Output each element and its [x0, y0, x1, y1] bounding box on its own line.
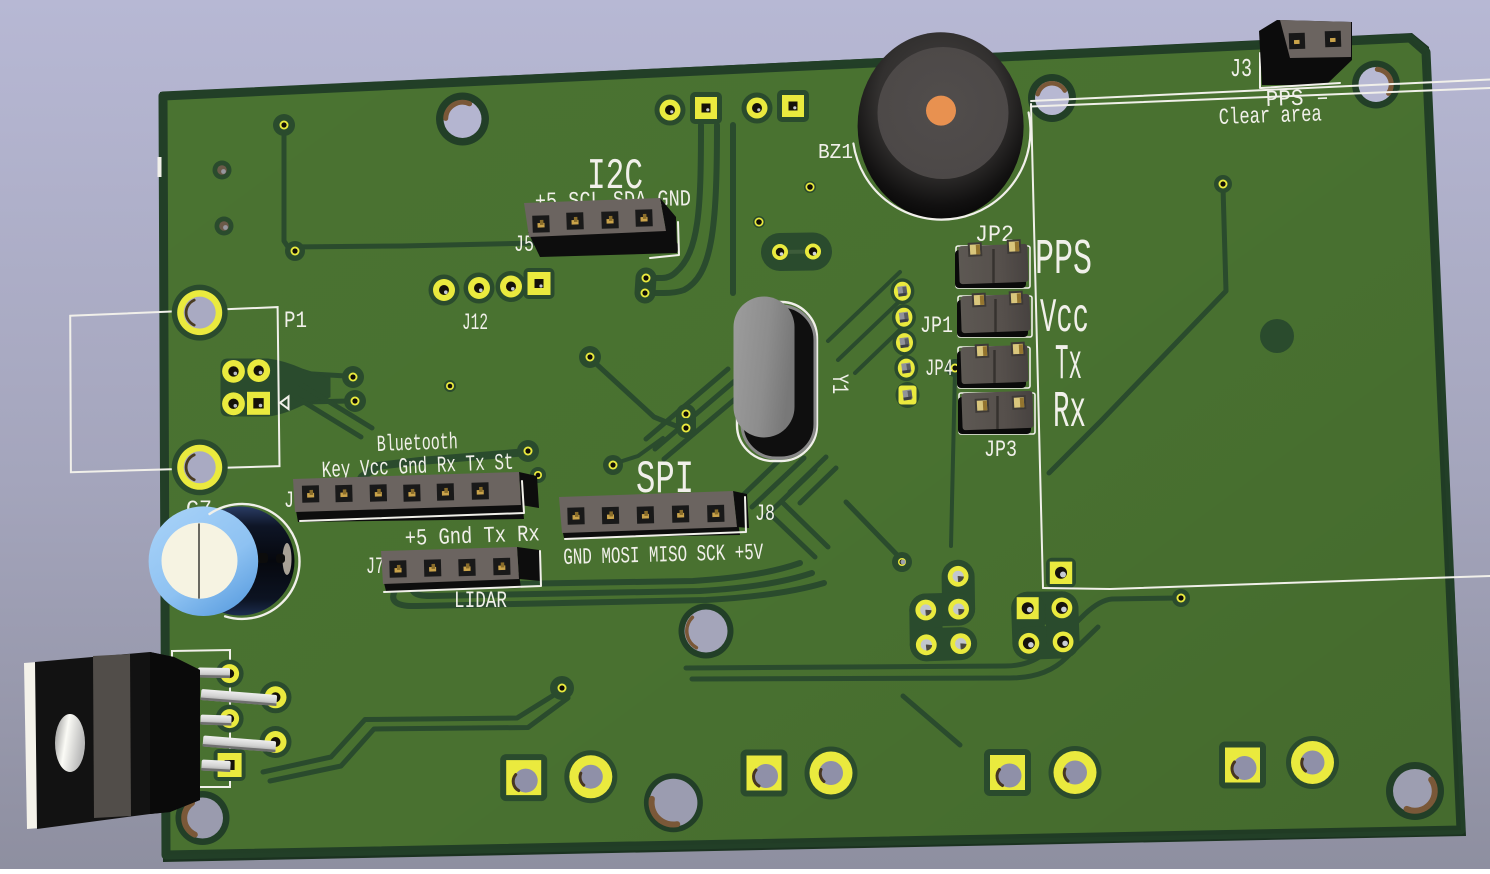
svg-text:Bluetooth: Bluetooth [376, 429, 458, 458]
svg-text:J12: J12 [462, 310, 488, 336]
svg-text:Tx: Tx [1055, 337, 1082, 394]
svg-text:LIDAR: LIDAR [454, 588, 507, 614]
svg-text:JP4: JP4 [925, 356, 953, 382]
svg-text:Rx: Rx [1053, 383, 1086, 442]
svg-text:J5: J5 [514, 232, 534, 258]
svg-text:BZ1: BZ1 [818, 142, 853, 165]
svg-text:PPS: PPS [1035, 232, 1092, 289]
svg-text:GND MOSI MISO SCK +5V: GND MOSI MISO SCK +5V [563, 540, 764, 571]
svg-text:J3: J3 [1230, 54, 1252, 84]
svg-text:J8: J8 [755, 501, 775, 527]
svg-text:JP3: JP3 [984, 437, 1017, 463]
svg-text:+5 Gnd Tx Rx: +5 Gnd Tx Rx [404, 521, 540, 552]
svg-text:Clear area: Clear area [1218, 101, 1322, 131]
svg-text:Vcc: Vcc [1040, 292, 1089, 346]
svg-text:P1: P1 [284, 308, 307, 334]
svg-text:I2C: I2C [587, 152, 643, 202]
svg-text:JP1: JP1 [920, 313, 953, 339]
svg-text:J7: J7 [366, 554, 384, 580]
svg-text:Y1: Y1 [826, 374, 852, 394]
